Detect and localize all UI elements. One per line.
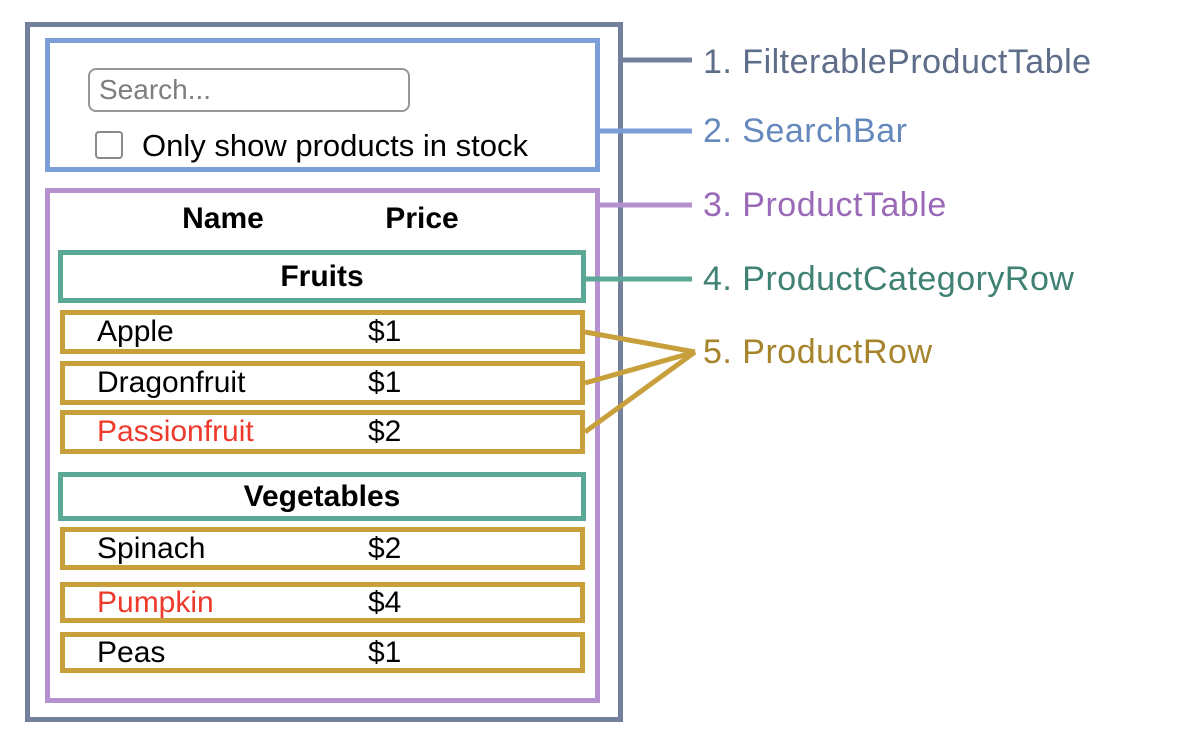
product-price: $1 <box>368 635 402 669</box>
product-name: Apple <box>97 315 174 348</box>
category-label: Vegetables <box>243 479 401 513</box>
column-header-name: Name <box>182 202 264 235</box>
product-price: $1 <box>368 366 402 399</box>
product-price: $4 <box>368 585 402 619</box>
product-name: Peas <box>97 635 166 669</box>
legend-filterable-product-table: 1. FilterableProductTable <box>703 43 1092 81</box>
search-input[interactable] <box>88 68 410 112</box>
category-label: Fruits <box>280 259 364 293</box>
product-name-out-of-stock: Pumpkin <box>97 585 214 619</box>
product-row-dragonfruit: Dragonfruit $1 <box>60 361 585 405</box>
product-name: Spinach <box>97 531 206 565</box>
product-row-passionfruit: Passionfruit $2 <box>60 410 585 454</box>
category-row-vegetables: Vegetables <box>58 472 586 521</box>
legend-product-category-row: 4. ProductCategoryRow <box>703 260 1075 298</box>
product-name-out-of-stock: Passionfruit <box>97 415 254 448</box>
in-stock-checkbox[interactable] <box>95 131 123 159</box>
legend-product-row: 5. ProductRow <box>703 333 933 371</box>
product-row-pumpkin: Pumpkin $4 <box>60 582 585 623</box>
category-row-fruits: Fruits <box>58 250 586 303</box>
product-row-spinach: Spinach $2 <box>60 527 585 570</box>
in-stock-checkbox-label: Only show products in stock <box>142 128 528 163</box>
product-name: Dragonfruit <box>97 366 246 399</box>
product-price: $2 <box>368 415 402 448</box>
legend-product-table: 3. ProductTable <box>703 186 947 224</box>
product-price: $2 <box>368 531 402 565</box>
product-row-peas: Peas $1 <box>60 632 585 673</box>
product-row-apple: Apple $1 <box>60 310 585 354</box>
product-price: $1 <box>368 315 402 348</box>
legend-search-bar: 2. SearchBar <box>703 112 908 150</box>
column-header-price: Price <box>385 202 459 235</box>
